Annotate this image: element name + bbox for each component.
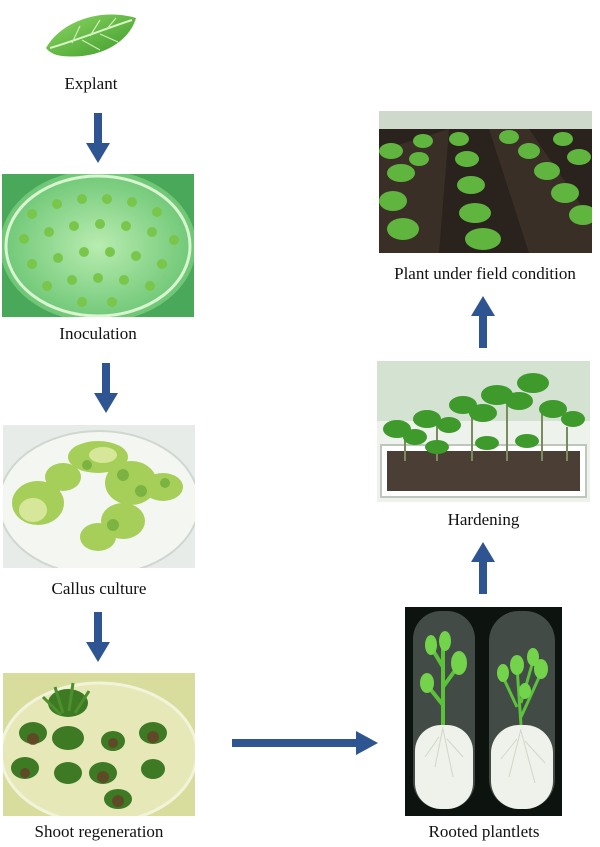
step-label-explant: Explant xyxy=(64,74,118,93)
step-label-callus: Callus culture xyxy=(51,579,147,598)
arrow-up-2 xyxy=(471,296,495,348)
step-label-hardening: Hardening xyxy=(447,510,520,529)
arrow-down-3 xyxy=(86,612,110,662)
shoot-regeneration-image xyxy=(3,673,195,816)
hardening-image xyxy=(377,361,590,502)
step-label-inoculation: Inoculation xyxy=(59,324,137,343)
callus-culture-image xyxy=(3,425,195,568)
arrow-down-1 xyxy=(86,113,110,163)
field-image xyxy=(379,111,592,253)
explant-image xyxy=(42,10,140,62)
step-label-shoot: Shoot regeneration xyxy=(34,822,164,841)
rooted-plantlets-image xyxy=(405,607,562,816)
step-label-rooted: Rooted plantlets xyxy=(428,822,540,841)
step-label-field: Plant under field condition xyxy=(394,264,576,283)
arrow-up-1 xyxy=(471,542,495,594)
inoculation-image xyxy=(2,174,194,317)
arrow-down-2 xyxy=(94,363,118,413)
arrow-right xyxy=(232,731,378,755)
